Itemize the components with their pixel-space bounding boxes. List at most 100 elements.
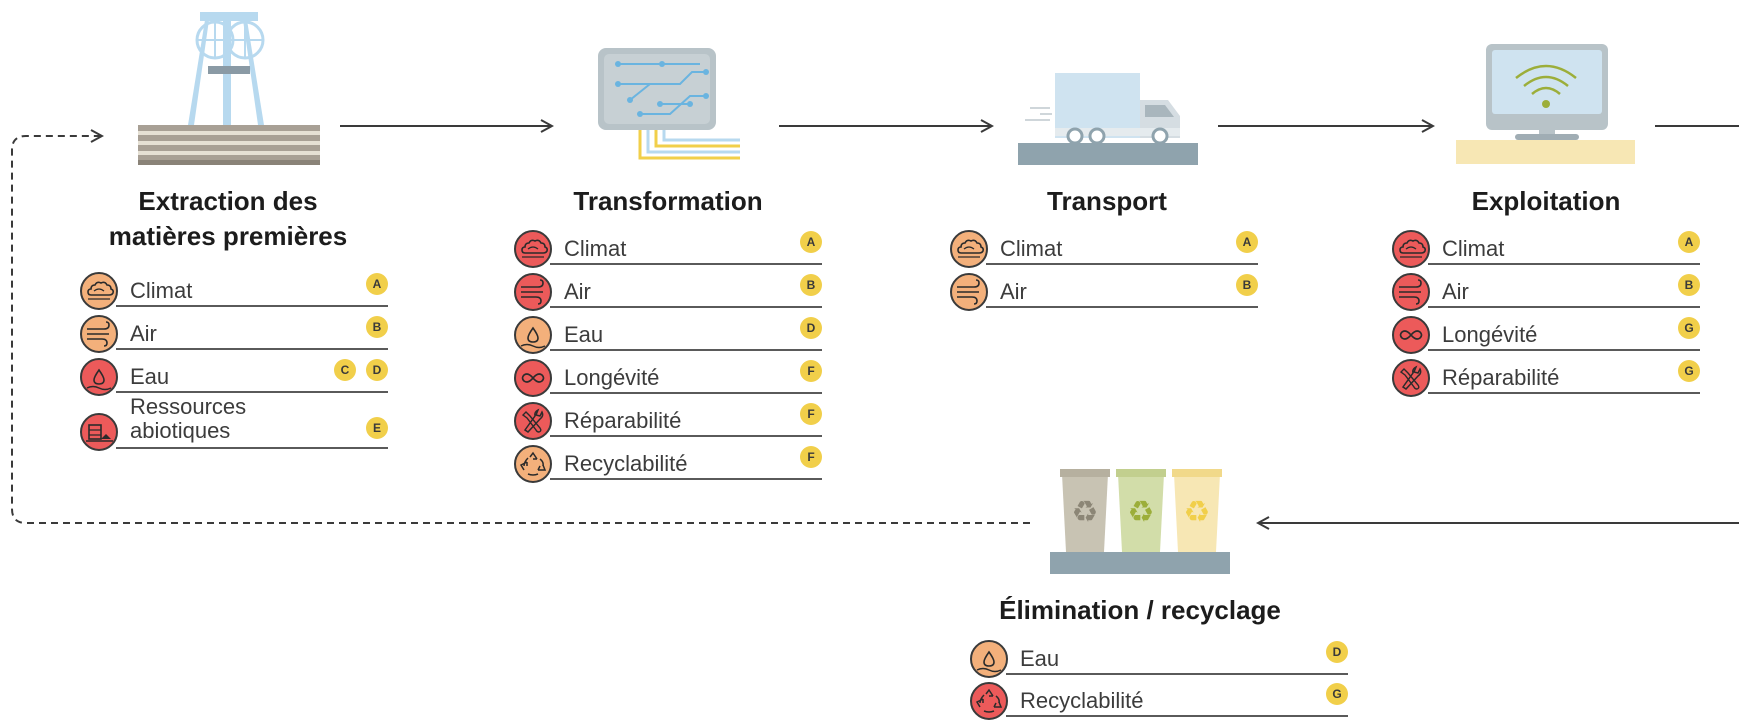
impact-underline: [1428, 306, 1700, 308]
reference-badge: A: [1678, 231, 1700, 253]
stage-title-transport: Transport: [1047, 186, 1167, 216]
svg-text:♻: ♻: [1072, 495, 1099, 530]
impact-label: Climat: [1442, 236, 1505, 261]
water-icon: [80, 358, 118, 396]
impact-label: Climat: [130, 278, 193, 303]
air-icon: [950, 273, 988, 311]
reference-badge: A: [1236, 231, 1258, 253]
impact-underline: [1428, 392, 1700, 394]
impact-label: Recyclabilité: [1020, 688, 1144, 713]
circuit-board-icon: [598, 48, 740, 160]
water-icon: [970, 640, 1008, 678]
monitor-wifi-icon: [1456, 44, 1635, 164]
repairability-icon: [1392, 359, 1430, 397]
reference-badge: B: [1678, 274, 1700, 296]
reference-badge: A: [366, 273, 388, 295]
impact-label: Climat: [1000, 236, 1063, 261]
impact-underline: [550, 349, 822, 351]
truck-icon: [1018, 73, 1198, 165]
impact-underline: [550, 392, 822, 394]
reference-badge: G: [1678, 360, 1700, 382]
impact-label: Air: [130, 321, 157, 346]
impact-underline: [1428, 263, 1700, 265]
impact-underline: [1006, 715, 1348, 717]
reference-badge: F: [800, 446, 822, 468]
reference-badge: D: [1326, 641, 1348, 663]
repairability-icon: [514, 402, 552, 440]
impact-label: Air: [564, 279, 591, 304]
recyclability-icon: [514, 445, 552, 483]
impact-label: Longévité: [564, 365, 660, 390]
impact-underline: [116, 391, 388, 393]
impact-row: Air B: [514, 273, 822, 316]
impact-row: Recyclabilité F: [514, 445, 822, 488]
climate-icon: [80, 272, 118, 310]
impact-underline: [986, 263, 1258, 265]
reference-badge: F: [800, 403, 822, 425]
reference-badge: B: [366, 316, 388, 338]
reference-badge: D: [800, 317, 822, 339]
impact-underline: [986, 306, 1258, 308]
climate-icon: [950, 230, 988, 268]
dashed-return-loop: [11, 136, 1030, 524]
impact-label-line1: Ressources: [130, 394, 247, 419]
stage-title-exploitation: Exploitation: [1471, 186, 1621, 216]
reference-badge: E: [366, 417, 388, 439]
impact-row: Eau D: [970, 640, 1348, 682]
recycling-bins-icon: ♻ ♻ ♻: [1050, 469, 1230, 574]
impact-underline: [550, 306, 822, 308]
impact-underline: [116, 305, 388, 307]
impact-label: Réparabilité: [1442, 365, 1560, 390]
longevity-icon: [1392, 316, 1430, 354]
air-icon: [1392, 273, 1430, 311]
reference-badge: G: [1326, 683, 1348, 705]
air-icon: [80, 315, 118, 353]
impact-label: Eau: [1020, 646, 1060, 671]
reference-badge: G: [1678, 317, 1700, 339]
impact-label: Air: [1000, 279, 1027, 304]
impact-row: Climat A: [1392, 230, 1700, 273]
abiotic-resources-icon: [80, 413, 118, 451]
reference-badge: C: [334, 359, 356, 381]
stage-title-extraction: Extraction des matières premières: [78, 184, 378, 254]
impact-row: Recyclabilité G: [970, 682, 1348, 724]
impact-underline: [116, 447, 388, 449]
impact-row: Air B: [80, 315, 388, 358]
impact-label: Eau: [564, 322, 604, 347]
longevity-icon: [514, 359, 552, 397]
impact-label: Longévité: [1442, 322, 1538, 347]
impact-label: Air: [1442, 279, 1469, 304]
impact-row: Air B: [950, 273, 1258, 316]
svg-text:♻: ♻: [1184, 495, 1211, 530]
impact-row: Réparabilité G: [1392, 359, 1700, 402]
reference-badge: D: [366, 359, 388, 381]
impact-label: Climat: [564, 236, 627, 261]
recyclability-icon: [970, 682, 1008, 720]
reference-badge: B: [1236, 274, 1258, 296]
stage-title-line1: Extraction des: [138, 186, 318, 216]
water-icon: [514, 316, 552, 354]
impact-underline: [550, 435, 822, 437]
impact-underline: [550, 263, 822, 265]
stage-title-elimination: Élimination / recyclage: [999, 595, 1281, 625]
impact-row: Climat A: [950, 230, 1258, 273]
impact-underline: [116, 348, 388, 350]
climate-icon: [514, 230, 552, 268]
impact-label-line2: abiotiques: [130, 418, 231, 443]
impact-label: Eau: [130, 364, 170, 389]
air-icon: [514, 273, 552, 311]
impact-underline: [550, 478, 822, 480]
svg-text:♻: ♻: [1128, 495, 1155, 530]
impact-label: Recyclabilité: [564, 451, 688, 476]
impact-label: Réparabilité: [564, 408, 682, 433]
impact-underline: [1006, 673, 1348, 675]
reference-badge: B: [800, 274, 822, 296]
impact-row: Air B: [1392, 273, 1700, 316]
mine-headframe-icon: [138, 12, 320, 165]
